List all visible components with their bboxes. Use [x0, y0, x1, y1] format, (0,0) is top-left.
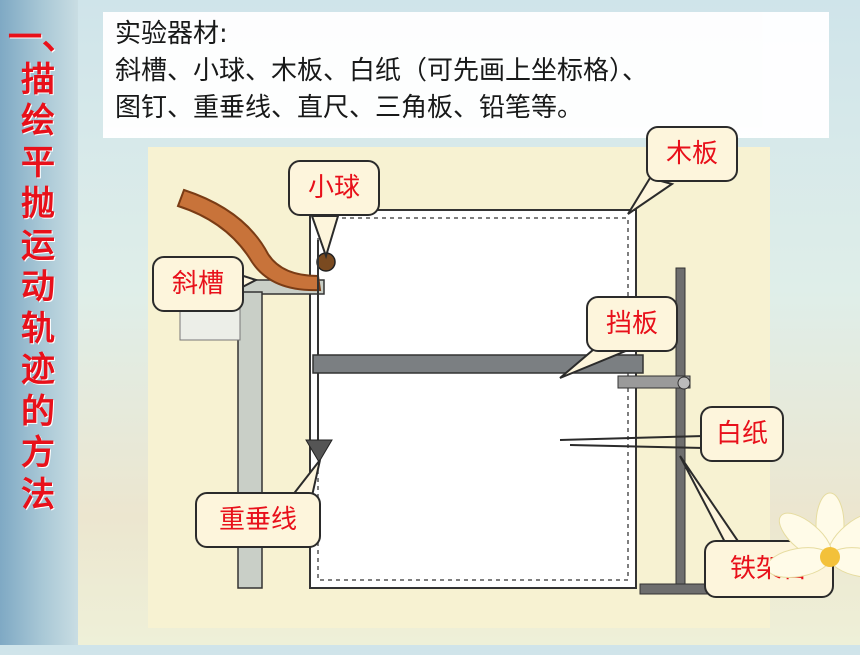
plumb-bob [305, 439, 333, 463]
pointer-paper-1 [559, 435, 705, 441]
baffle [312, 354, 644, 374]
decorative-flower-icon [770, 492, 860, 578]
label-baffle: 挡板 [586, 296, 678, 352]
sidebar: 一、 描 绘 平 抛 运 动 轨 迹 的 方 法 [0, 0, 78, 645]
title-char: 法 [21, 474, 55, 515]
title-char: 迹 [21, 350, 55, 390]
title-char: 一、 [8, 18, 76, 58]
materials-heading: 实验器材: [115, 19, 228, 49]
materials-box: 实验器材: 斜槽、小球、木板、白纸（可先画上坐标格）、 图钉、重垂线、直尺、三角… [103, 12, 829, 138]
title-char: 绘 [21, 101, 55, 141]
materials-line-2: 图钉、重垂线、直尺、三角板、铅笔等。 [115, 93, 584, 123]
label-plumb: 重垂线 [195, 492, 321, 548]
clamp-screw [677, 376, 691, 390]
title-char: 抛 [21, 184, 55, 224]
title-char: 运 [21, 225, 55, 266]
section-title: 一、 描 绘 平 抛 运 动 轨 迹 的 方 法 [8, 18, 76, 516]
materials-line-1: 斜槽、小球、木板、白纸（可先画上坐标格）、 [115, 56, 649, 86]
title-char: 动 [21, 267, 55, 307]
label-paper: 白纸 [700, 406, 784, 462]
chute [176, 188, 322, 292]
label-board: 木板 [646, 126, 738, 182]
pointer-paper-2 [569, 444, 705, 449]
title-char: 方 [21, 433, 55, 473]
title-char: 平 [21, 142, 55, 183]
label-chute: 斜槽 [152, 256, 244, 312]
title-char: 轨 [21, 308, 55, 349]
title-char: 描 [21, 59, 55, 100]
callout-tail-ball [310, 215, 340, 260]
title-char: 的 [21, 391, 55, 432]
label-ball: 小球 [288, 160, 380, 216]
wooden-board [309, 209, 637, 589]
